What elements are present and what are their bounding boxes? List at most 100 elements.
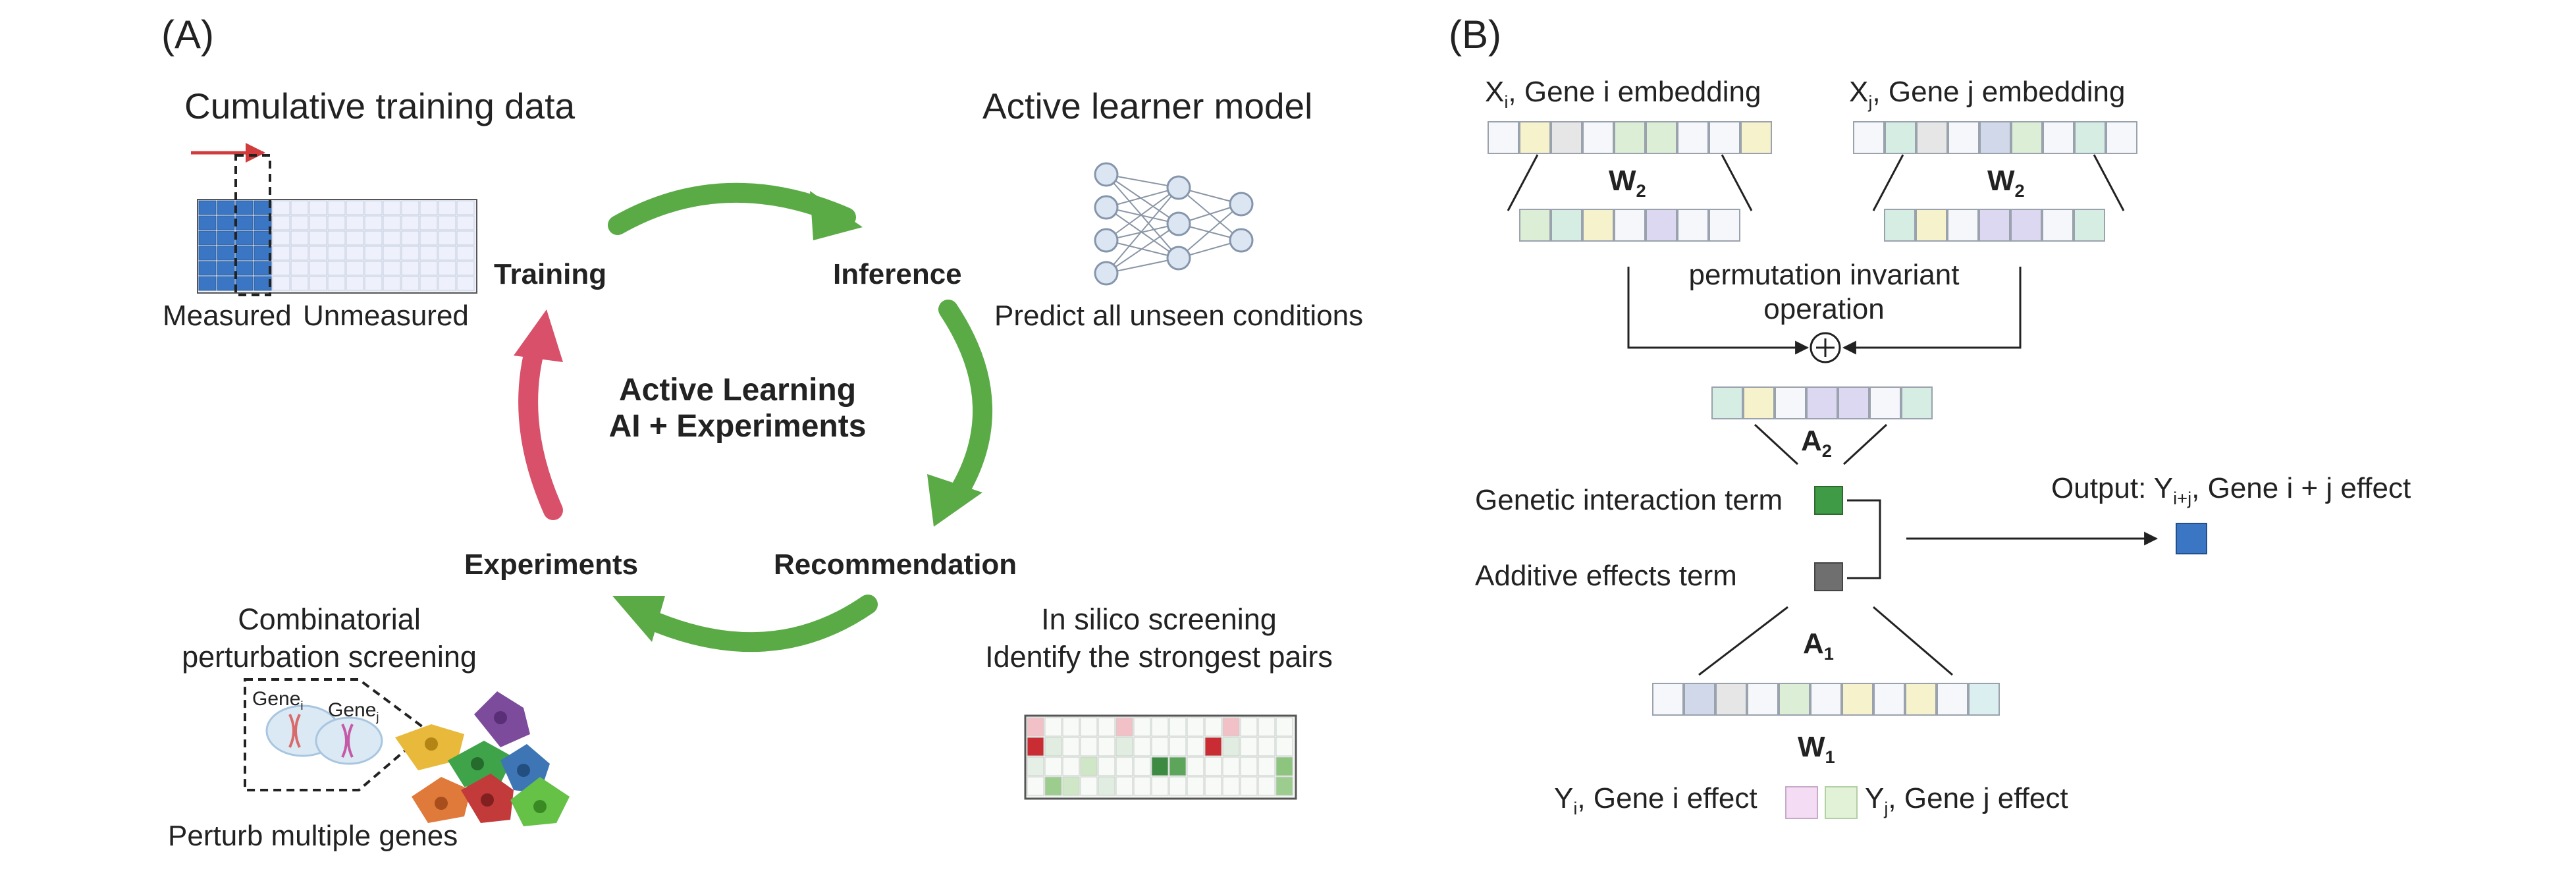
- heatmap-cell: [1275, 737, 1293, 757]
- stage-experiments: Experiments: [464, 548, 639, 581]
- nn-node: [1166, 246, 1191, 271]
- heatmap-cell: [1098, 717, 1115, 737]
- effects-vector-cell: [1968, 683, 2000, 716]
- zoom-callout-outline: [244, 678, 431, 791]
- heatmap-cell: [1204, 717, 1222, 737]
- unmeasured-cell: [309, 230, 327, 246]
- heatmap-cell: [1133, 757, 1151, 776]
- effects-vector-cell: [1715, 683, 1747, 716]
- genetic-interaction-label: Genetic interaction term: [1475, 484, 1783, 516]
- xj-embedding-cell: [1853, 121, 1885, 154]
- heatmap-cell: [1062, 776, 1080, 796]
- heatmap-cell: [1044, 737, 1062, 757]
- panel-b-label: (B): [1449, 13, 1501, 57]
- heatmap-cell: [1187, 717, 1204, 737]
- heatmap-cell: [1187, 757, 1204, 776]
- unmeasured-cell: [327, 261, 346, 276]
- combined-embedding-cell: [1901, 386, 1933, 419]
- heatmap-cell: [1169, 757, 1187, 776]
- combined-embedding-cell: [1775, 386, 1806, 419]
- measured-cell: [217, 276, 235, 291]
- unmeasured-cell: [401, 261, 419, 276]
- unmeasured-cell: [401, 215, 419, 230]
- xj-projected-cell: [2010, 209, 2042, 242]
- measured-cell: [217, 261, 235, 276]
- arrow-experiments-to-training: [518, 332, 563, 520]
- w2-left-connector-l: [1507, 154, 1539, 211]
- heatmap-cell: [1115, 776, 1133, 796]
- heatmap-cell: [1080, 776, 1098, 796]
- heatmap-cell: [1204, 737, 1222, 757]
- arrow-training-to-inference-head: [810, 191, 863, 240]
- a2-connector-l: [1754, 423, 1799, 465]
- a2-connector-r: [1842, 423, 1888, 465]
- xj-embedding-cell: [2043, 121, 2074, 154]
- unmeasured-cell: [419, 246, 438, 261]
- xj-embedding-cell: [1916, 121, 1948, 154]
- output-square: [2176, 523, 2207, 554]
- unmeasured-cell: [327, 276, 346, 291]
- unmeasured-cell: [438, 246, 456, 261]
- unmeasured-cell: [383, 246, 401, 261]
- heatmap-cell: [1151, 757, 1169, 776]
- heatmap-cell: [1133, 776, 1151, 796]
- a2-label: A2: [1801, 425, 1832, 461]
- measured-cell: [235, 200, 254, 215]
- heatmap-cell: [1115, 737, 1133, 757]
- xj-projected-cell: [1884, 209, 1916, 242]
- combinatorial-line2: perturbation screening: [182, 640, 477, 674]
- nucleus: [471, 757, 484, 770]
- unmeasured-cell: [346, 200, 364, 215]
- genetic-interaction-square: [1814, 486, 1843, 515]
- xi-embedding-cell: [1551, 121, 1582, 154]
- heatmap-cell: [1098, 737, 1115, 757]
- unmeasured-cell: [401, 276, 419, 291]
- xi-embedding-label: Xi, Gene i embedding: [1485, 76, 1761, 112]
- xi-projected-cell: [1519, 209, 1551, 242]
- nn-node: [1166, 211, 1191, 236]
- nn-edge: [1106, 223, 1179, 241]
- nn-node: [1166, 175, 1191, 200]
- gene-j-label: Genej: [328, 699, 379, 724]
- heatmap-cell: [1098, 757, 1115, 776]
- unmeasured-cell: [290, 230, 309, 246]
- xj-embedding-cell: [1979, 121, 2011, 154]
- heatmap-cell: [1080, 717, 1098, 737]
- unmeasured-cell: [438, 200, 456, 215]
- w2-right-connector-l: [1872, 154, 1904, 211]
- xi-embedding-cell: [1677, 121, 1709, 154]
- gene-i-label: Genei: [252, 688, 304, 712]
- xi-projected-cell: [1582, 209, 1614, 242]
- unmeasured-cell: [419, 276, 438, 291]
- measured-cell: [217, 246, 235, 261]
- nn-node: [1094, 195, 1119, 220]
- unmeasured-cell: [383, 230, 401, 246]
- arrow-inference-to-recommendation: [938, 300, 993, 510]
- effects-vector-cell: [1810, 683, 1842, 716]
- heatmap-cell: [1098, 776, 1115, 796]
- heatmap-cell: [1027, 757, 1044, 776]
- heatmap-cell: [1133, 737, 1151, 757]
- effects-vector-cell: [1937, 683, 1968, 716]
- nn-node: [1229, 192, 1254, 217]
- heatmap-cell: [1258, 757, 1275, 776]
- heatmap-cell: [1044, 776, 1062, 796]
- additive-effects-square: [1814, 562, 1843, 591]
- effects-vector-cell: [1652, 683, 1684, 716]
- a1-connector-r: [1873, 606, 1953, 676]
- training-data-grid: [197, 199, 477, 294]
- xi-embedding-cell: [1582, 121, 1614, 154]
- unmeasured-cell: [309, 261, 327, 276]
- stage-recommendation: Recommendation: [774, 548, 1017, 581]
- in-silico-heatmap: [1024, 714, 1297, 800]
- unmeasured-cell: [346, 276, 364, 291]
- unmeasured-cell: [438, 261, 456, 276]
- measured-cell: [198, 200, 217, 215]
- w2-right-connector-r: [2093, 154, 2125, 211]
- unmeasured-cell: [272, 246, 290, 261]
- arrow-recommendation-to-experiments: [639, 595, 878, 652]
- xj-embedding-cell: [1948, 121, 1979, 154]
- unmeasured-cell: [346, 246, 364, 261]
- unmeasured-cell: [364, 215, 383, 230]
- nucleus: [533, 800, 547, 813]
